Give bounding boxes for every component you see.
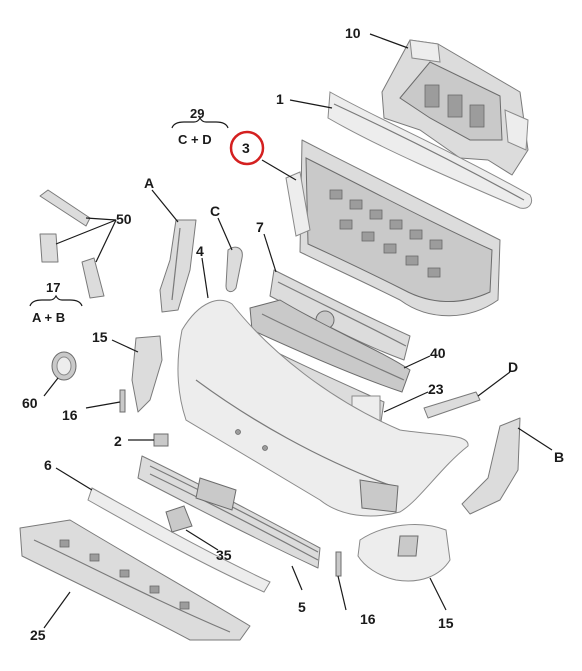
label-29-sub[interactable]: C + D — [178, 132, 212, 147]
label-3[interactable]: 3 — [242, 140, 250, 156]
brace-17 — [29, 294, 83, 307]
label-29[interactable]: 29 — [190, 106, 204, 121]
part-5-lower-lip[interactable] — [87, 487, 271, 593]
label-16-left[interactable]: 16 — [62, 407, 78, 423]
label-10[interactable]: 10 — [345, 25, 361, 41]
leader-lines — [43, 33, 553, 629]
part-15-right-corner[interactable] — [357, 524, 451, 582]
label-2[interactable]: 2 — [114, 433, 122, 449]
part-1-upper-trim[interactable] — [327, 91, 533, 209]
part-35-plate[interactable] — [165, 505, 193, 533]
part-10-radiator-support[interactable] — [381, 39, 529, 176]
brace-29 — [171, 116, 229, 129]
label-A[interactable]: A — [144, 175, 154, 191]
part-60-emblem[interactable] — [51, 351, 77, 381]
part-2-insert[interactable] — [153, 433, 169, 447]
label-16-right[interactable]: 16 — [360, 611, 376, 627]
label-60[interactable]: 60 — [22, 395, 38, 411]
part-6-lower-grille[interactable] — [137, 455, 321, 569]
part-3-grille-carrier[interactable] — [285, 139, 501, 317]
label-B[interactable]: B — [554, 449, 564, 465]
label-35[interactable]: 35 — [216, 547, 232, 563]
part-B-bracket[interactable] — [461, 417, 521, 515]
part-25-undertray[interactable] — [19, 519, 251, 641]
part-A-bracket[interactable] — [159, 219, 197, 313]
label-25[interactable]: 25 — [30, 627, 46, 643]
label-4[interactable]: 4 — [196, 243, 204, 259]
label-40[interactable]: 40 — [430, 345, 446, 361]
label-7[interactable]: 7 — [256, 219, 264, 235]
part-4-bumper-cover[interactable] — [177, 300, 469, 517]
part-16-right-clip[interactable] — [335, 551, 342, 577]
label-5[interactable]: 5 — [298, 599, 306, 615]
label-17-sub[interactable]: A + B — [32, 310, 65, 325]
label-C[interactable]: C — [210, 203, 220, 219]
label-15-left[interactable]: 15 — [92, 329, 108, 345]
label-17[interactable]: 17 — [46, 280, 60, 295]
label-1[interactable]: 1 — [276, 91, 284, 107]
part-16-left-clip[interactable] — [119, 389, 126, 413]
label-15-right[interactable]: 15 — [438, 615, 454, 631]
label-50[interactable]: 50 — [116, 211, 132, 227]
part-40-lower-absorber[interactable] — [249, 299, 411, 393]
label-23[interactable]: 23 — [428, 381, 444, 397]
part-15-left-corner[interactable] — [131, 335, 163, 413]
part-D-bracket[interactable] — [423, 391, 481, 419]
part-C-bracket[interactable] — [225, 246, 243, 293]
label-6[interactable]: 6 — [44, 457, 52, 473]
highlight-circle-part-3 — [229, 130, 265, 166]
label-D[interactable]: D — [508, 359, 518, 375]
part-50-clips[interactable] — [39, 189, 105, 299]
